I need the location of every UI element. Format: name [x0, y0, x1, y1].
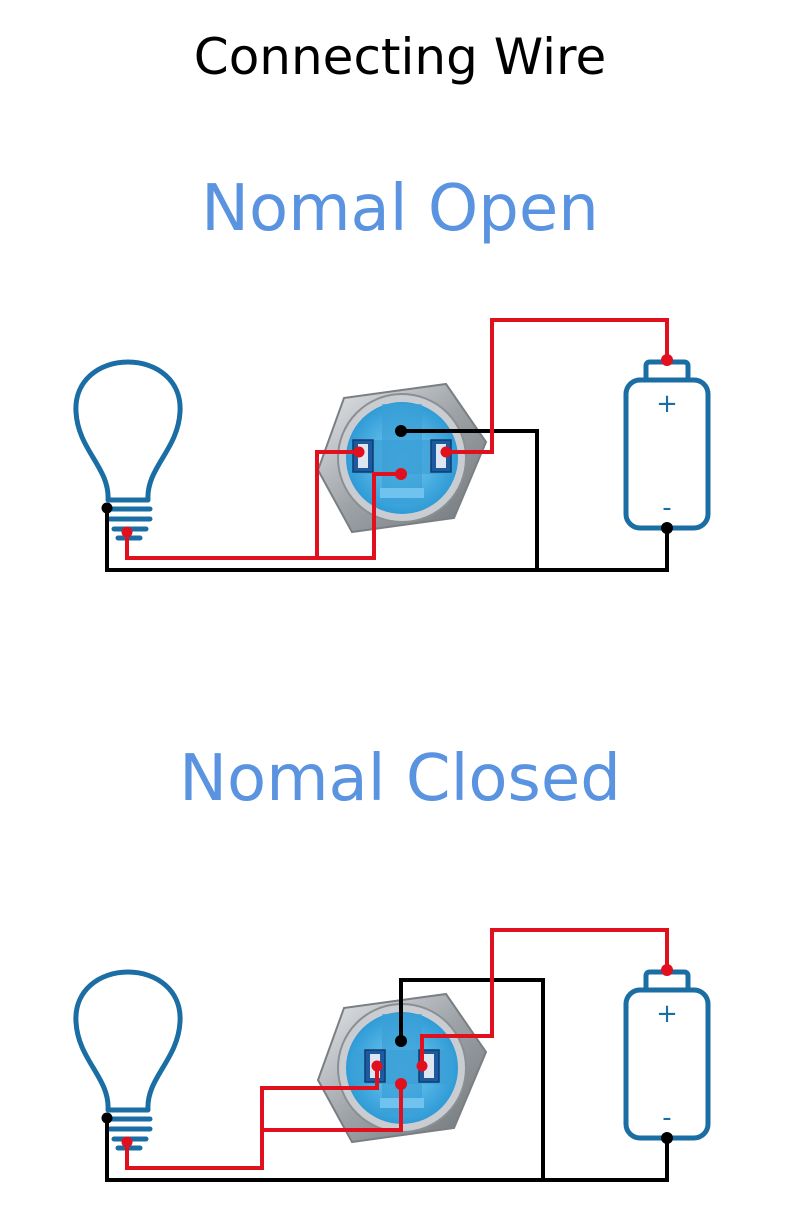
push-button-switch-icon [316, 382, 488, 534]
battery-plus-label: + [656, 999, 678, 1029]
battery-minus-label: - [662, 1103, 671, 1133]
normally-closed-title: Nomal Closed [179, 742, 621, 816]
junction-dots [101, 354, 673, 538]
normally-open-title: Nomal Open [201, 172, 599, 246]
battery-minus-label: - [662, 493, 671, 523]
junction-dots [101, 964, 673, 1148]
normally-closed-diagram: + - [73, 928, 711, 1182]
light-bulb-icon [73, 969, 183, 1151]
light-bulb-icon [73, 359, 183, 541]
black-wires [105, 429, 669, 572]
red-wires [125, 928, 669, 1170]
red-wires [125, 318, 669, 560]
page-title: Connecting Wire [193, 28, 607, 86]
normally-open-diagram: + - [73, 318, 711, 572]
black-wires [105, 978, 669, 1182]
battery-plus-label: + [656, 389, 678, 419]
